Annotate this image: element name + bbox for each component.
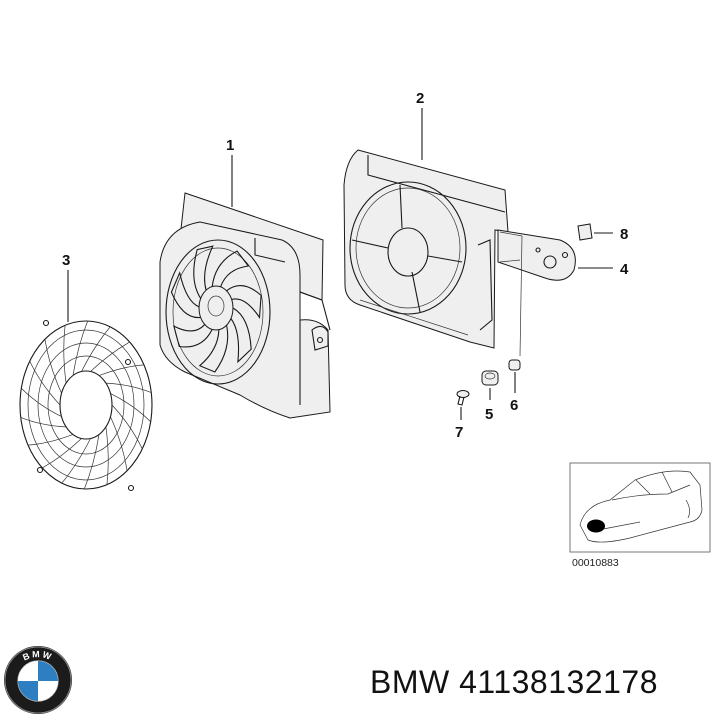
fan-guard-grille [19,319,153,492]
callout-7: 7 [455,424,463,441]
vehicle-location-inset: 00010883 [569,462,711,569]
callout-4: 4 [620,261,629,278]
bmw-logo: BMW [4,646,72,714]
screw-7 [456,390,470,406]
svg-text:BMW: BMW [21,649,54,663]
callout-1: 1 [226,137,234,154]
callout-8: 8 [620,226,628,243]
reference-code: 00010883 [572,557,619,569]
spacer-6 [508,359,521,371]
callout-labels: 1 2 3 4 5 6 7 8 [62,90,629,441]
callout-6: 6 [510,397,518,414]
fan-assembly [159,192,331,419]
leader-lines [67,108,613,420]
callout-5: 5 [485,406,493,423]
logo-lettering: BMW [21,649,52,663]
part-number-caption: BMW 41138132178 [370,664,658,700]
callout-3: 3 [62,252,70,269]
fan-shroud [343,149,509,349]
mounting-bracket [497,229,576,281]
grommet-5 [481,370,499,386]
callout-2: 2 [416,90,424,107]
nut-8 [577,223,593,241]
